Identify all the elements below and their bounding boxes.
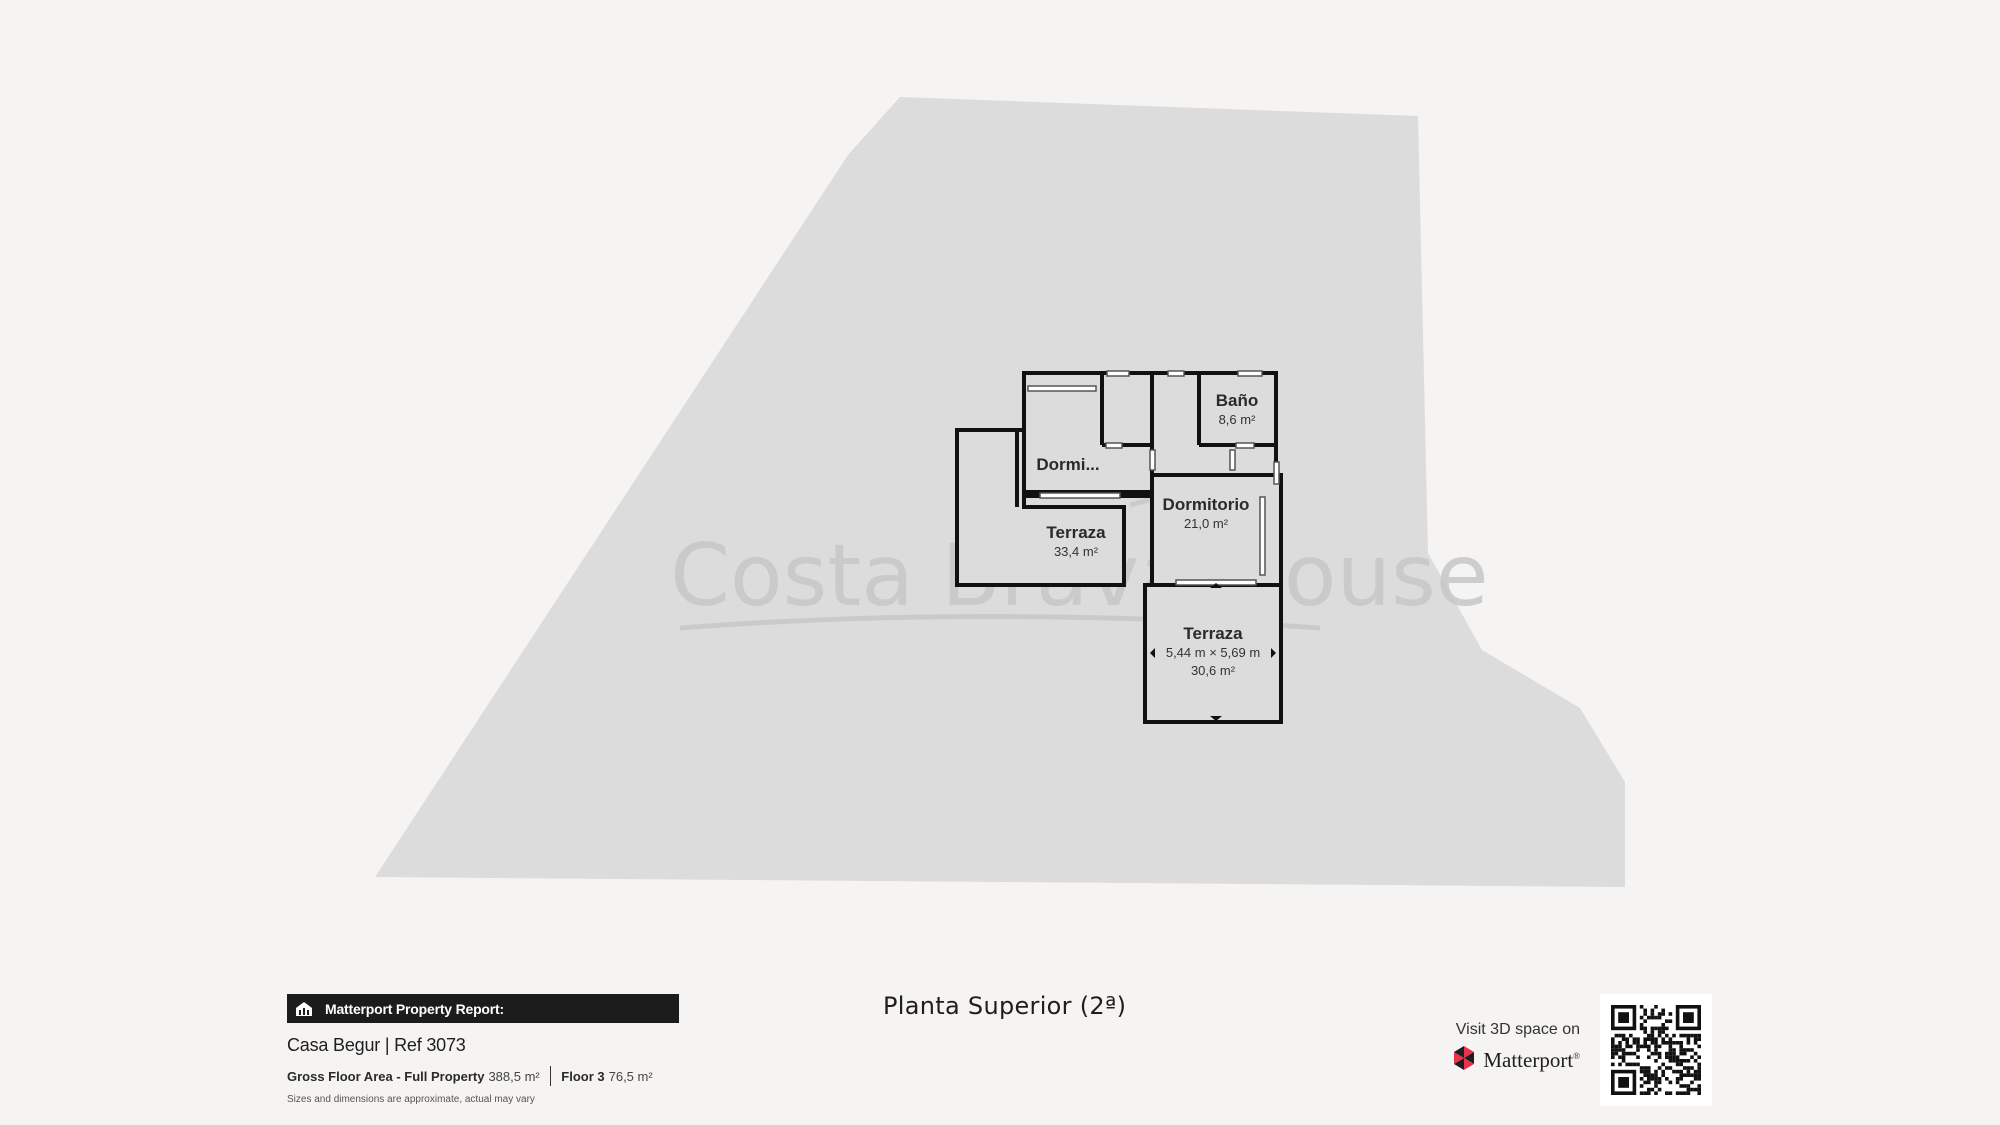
room-dimensions-terraza-bottom: 5,44 m × 5,69 m [1166, 645, 1260, 660]
room-area-bano: 8,6 m² [1219, 412, 1257, 427]
room-area-dormitorio: 21,0 m² [1184, 516, 1229, 531]
room-name-dormi-small: Dormi... [1036, 455, 1099, 474]
gross-area-label: Gross Floor Area - Full Property [287, 1068, 485, 1084]
dimension-markers [1150, 583, 1276, 721]
room-area-terraza-left: 33,4 m² [1054, 544, 1099, 559]
room-name-bano: Baño [1216, 391, 1259, 410]
property-report: Matterport Property Report: Casa Begur |… [287, 994, 679, 1105]
area-summary: Gross Floor Area - Full Property 388,5 m… [287, 1066, 679, 1086]
matterport-logo-icon [1451, 1045, 1477, 1076]
property-name: Casa Begur | Ref 3073 [287, 1035, 466, 1055]
gross-area-value: 388,5 m² [488, 1068, 540, 1084]
building-icon [295, 1001, 313, 1017]
visit-3d-link[interactable]: Visit 3D space on Matterport® [1420, 1021, 1580, 1076]
walls [955, 371, 1283, 724]
room-name-terraza-bottom: Terraza [1183, 624, 1243, 643]
visit-text: Visit 3D space on [1455, 1021, 1580, 1038]
floor-area-value: 76,5 m² [608, 1068, 653, 1084]
report-header-text: Matterport Property Report: [325, 1000, 504, 1017]
qr-code[interactable] [1600, 994, 1712, 1106]
room-area-terraza-bottom: 30,6 m² [1191, 663, 1236, 678]
matterport-brand: Matterport® [1483, 1048, 1580, 1072]
report-header: Matterport Property Report: [287, 994, 679, 1023]
disclaimer: Sizes and dimensions are approximate, ac… [287, 1094, 535, 1105]
room-name-dormitorio: Dormitorio [1163, 495, 1250, 514]
divider [549, 1066, 552, 1086]
floor-title: Planta Superior (2ª) [883, 992, 1127, 1020]
room-name-terraza-left: Terraza [1046, 523, 1106, 542]
floor-label: Floor 3 [561, 1068, 605, 1084]
matterport-logo: Matterport® [1420, 1045, 1580, 1076]
